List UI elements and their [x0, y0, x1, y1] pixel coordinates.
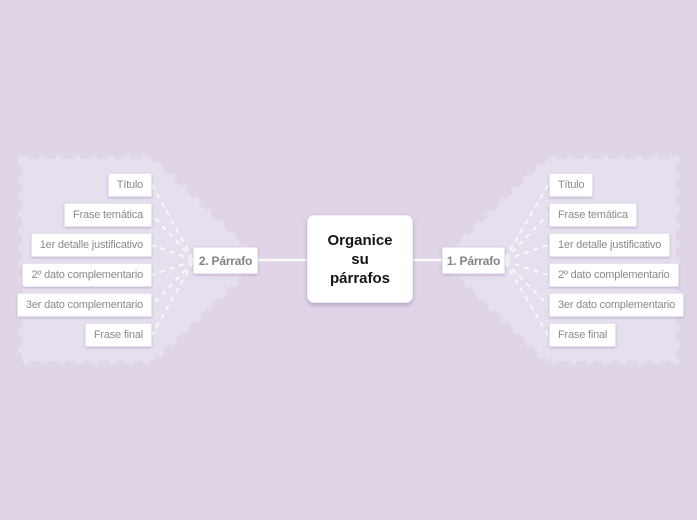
subtopic-label: 1er detalle justificativo [558, 239, 662, 251]
central-topic-line: su [351, 250, 369, 268]
subtopic-node-3er-dato[interactable]: 3er dato complementario [549, 293, 685, 317]
connector-right-subtopic-5 [504, 261, 549, 306]
subtopic-node-frase-tematica[interactable]: Frase temática [64, 203, 152, 227]
branch-label: 2. Párrafo [198, 253, 253, 268]
branch-node-parrafo-2[interactable]: 2. Párrafo [193, 247, 258, 274]
subtopic-node-titulo[interactable]: Título [107, 173, 152, 197]
connector-right-subtopic-1 [504, 184, 549, 260]
subtopic-node-1er-detalle[interactable]: 1er detalle justificativo [30, 233, 152, 257]
subtopic-label: Título [558, 179, 585, 191]
subtopic-label: Frase final [93, 329, 143, 341]
subtopic-node-frase-tematica[interactable]: Frase temática [549, 203, 637, 227]
connector-left-subtopic-2 [151, 214, 194, 260]
subtopic-label: Frase temática [73, 209, 143, 221]
subtopic-node-2o-dato[interactable]: 2º dato complementario [22, 263, 152, 287]
subtopic-label: 2º dato complementario [31, 269, 143, 281]
subtopic-label: 1er detalle justificativo [39, 239, 143, 251]
connector-right-subtopic-4 [504, 260, 549, 276]
subtopic-node-2o-dato[interactable]: 2º dato complementario [549, 263, 679, 287]
subtopic-label: Frase final [558, 329, 608, 341]
central-topic-line: párrafos [329, 269, 391, 287]
subtopic-node-1er-detalle[interactable]: 1er detalle justificativo [549, 233, 671, 257]
connector-left-subtopic-4 [151, 260, 194, 276]
connector-left-subtopic-1 [151, 184, 194, 260]
subtopic-label: 3er dato complementario [25, 299, 143, 311]
central-topic-line: Organice [327, 231, 393, 249]
connector-left-subtopic-3 [151, 244, 194, 261]
branch-label: 1. Párrafo [446, 253, 501, 268]
subtopic-label: 2º dato complementario [558, 269, 670, 281]
connector-right-subtopic-3 [504, 244, 549, 261]
branch-node-parrafo-1[interactable]: 1. Párrafo [442, 247, 505, 274]
subtopic-label: 3er dato complementario [558, 299, 676, 311]
subtopic-node-frase-final[interactable]: Frase final [84, 323, 152, 347]
subtopic-node-3er-dato[interactable]: 3er dato complementario [16, 293, 152, 317]
subtopic-label: Título [116, 179, 144, 191]
connector-left-subtopic-6 [151, 261, 194, 336]
connector-right-subtopic-6 [504, 261, 549, 336]
connector-right-subtopic-2 [504, 214, 549, 260]
subtopic-node-titulo[interactable]: Título [549, 173, 594, 197]
subtopic-label: Frase temática [558, 209, 628, 221]
subtopic-node-frase-final[interactable]: Frase final [549, 323, 617, 347]
central-topic-node[interactable]: Organice su párrafos [307, 215, 413, 303]
